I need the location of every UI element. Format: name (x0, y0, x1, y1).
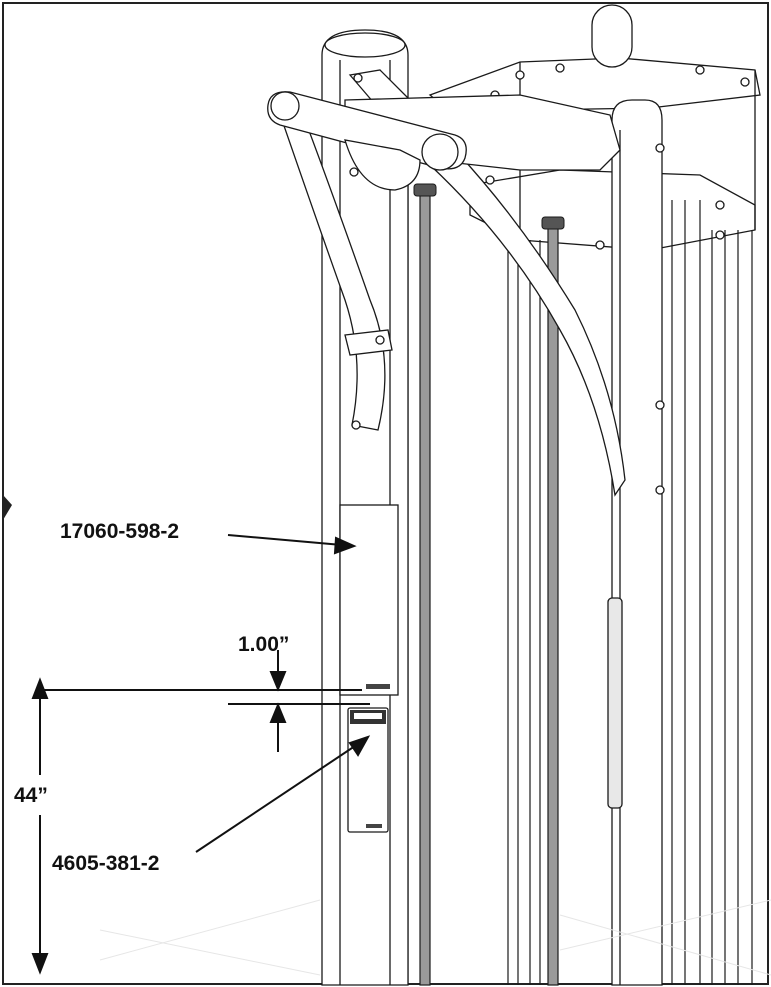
lower-decal-leader-arrow (348, 735, 371, 757)
right-upright (607, 99, 665, 986)
height-dimension-label: 44” (14, 784, 48, 807)
lower-decal-header-text (354, 713, 382, 719)
upper-decal-leader-arrow (333, 536, 357, 555)
side-decal (607, 597, 623, 809)
dimension-lines (31, 650, 370, 975)
floor-grid (99, 899, 771, 976)
gap-dim-arrow-down (269, 671, 287, 692)
lower-decal-mark (366, 824, 382, 828)
guide-rods (413, 183, 565, 986)
guide-rod-right (547, 224, 559, 986)
upper-decal-mark (366, 684, 390, 689)
callout-leaders (195, 534, 371, 853)
upper-decal-leader (227, 534, 343, 546)
pulley-arm-left (281, 119, 393, 431)
pivot-handle (267, 69, 621, 191)
upper-decal-part-number: 17060-598-2 (60, 520, 179, 543)
rod-cap-right (541, 216, 565, 230)
pulley-arm-right (428, 149, 626, 497)
lower-decal-part-number: 4605-381-2 (52, 852, 159, 875)
gap-dim-arrow-up (269, 702, 287, 723)
lower-decal-panel (347, 707, 389, 833)
gap-dimension-label: 1.00” (238, 633, 289, 656)
upper-decal (339, 504, 399, 696)
height-dim-arrow-down (31, 953, 49, 975)
lower-decal-leader (195, 743, 359, 853)
back-rails (399, 150, 753, 985)
rod-cap-left (413, 183, 437, 197)
guide-rod-left (419, 191, 431, 986)
lower-decal (347, 707, 389, 833)
upper-decal-panel (339, 504, 399, 696)
edge-arrow-fragment (3, 495, 12, 520)
